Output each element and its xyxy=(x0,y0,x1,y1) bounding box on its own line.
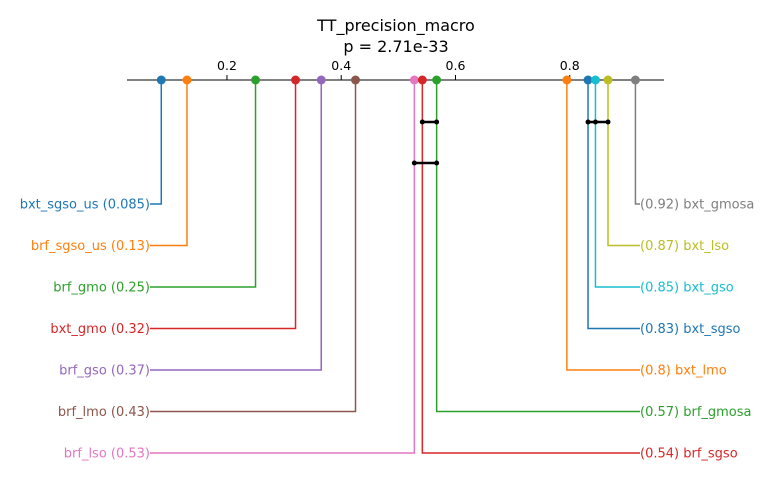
method-labels: bxt_sgso_us (0.085) brf_sgso_us (0.13) brf… xyxy=(20,198,755,462)
chart-subtitle: p = 2.71e-33 xyxy=(343,37,448,56)
stem-bxt_sgso_us xyxy=(150,80,163,205)
label-brf_sgso: (0.54) brf_sgso xyxy=(640,447,738,462)
dot-bxt_sgso_us xyxy=(156,75,166,85)
clique-point xyxy=(411,160,417,166)
stem-bxt_lso xyxy=(607,80,640,247)
label-bxt_gmo: bxt_gmo (0.32) xyxy=(50,322,150,337)
dot-brf_gmo xyxy=(251,75,261,85)
stem-bxt_sgso xyxy=(587,80,640,330)
dot-brf_gso xyxy=(316,75,326,85)
tick-label: 0.8 xyxy=(560,58,580,73)
dot-brf_sgso_us xyxy=(182,75,192,85)
clique-bars xyxy=(411,119,611,166)
stem-bxt_gso xyxy=(594,80,640,288)
stem-brf_gmo xyxy=(150,80,257,288)
dot-brf_sgso xyxy=(417,75,427,85)
label-brf_gmo: brf_gmo (0.25) xyxy=(53,281,150,296)
rank-dots xyxy=(156,75,640,85)
clique-point xyxy=(605,119,611,125)
dot-brf_gmosa xyxy=(432,75,442,85)
dot-bxt_gso xyxy=(590,75,600,85)
label-bxt_sgso: (0.83) bxt_sgso xyxy=(640,322,741,337)
stem-brf_sgso xyxy=(421,80,640,454)
label-bxt_gmosa: (0.92) bxt_gmosa xyxy=(640,198,754,213)
label-brf_sgso_us: brf_sgso_us (0.13) xyxy=(31,239,150,254)
clique-point xyxy=(585,119,591,125)
stem-bxt_gmosa xyxy=(634,80,640,205)
tick-label: 0.4 xyxy=(331,58,351,73)
dot-brf_lmo xyxy=(351,75,361,85)
stem-brf_gmosa xyxy=(435,80,640,413)
label-brf_lso: brf_lso (0.53) xyxy=(64,447,150,462)
label-bxt_gso: (0.85) bxt_gso xyxy=(640,281,734,296)
dot-bxt_gmo xyxy=(291,75,301,85)
x-axis: 0.2 0.4 0.6 0.8 xyxy=(127,58,664,81)
clique-point xyxy=(419,119,425,125)
stem-brf_lmo xyxy=(150,80,357,413)
dot-bxt_sgso xyxy=(583,75,593,85)
tick-label: 0.2 xyxy=(217,58,237,73)
chart-title: TT_precision_macro xyxy=(316,16,475,36)
clique-point xyxy=(592,119,598,125)
label-brf_gmosa: (0.57) brf_gmosa xyxy=(640,405,752,420)
stems xyxy=(150,80,640,454)
dot-brf_lso xyxy=(409,75,419,85)
stem-brf_lso xyxy=(150,80,416,454)
stem-bxt_lmo xyxy=(566,80,640,371)
clique-point xyxy=(434,119,440,125)
label-brf_gso: brf_gso (0.37) xyxy=(59,364,150,379)
stem-brf_sgso_us xyxy=(150,80,188,247)
label-bxt_lmo: (0.8) bxt_lmo xyxy=(640,364,727,379)
dot-bxt_gmosa xyxy=(630,75,640,85)
stem-brf_gso xyxy=(150,80,322,371)
label-bxt_lso: (0.87) bxt_lso xyxy=(640,239,729,254)
label-brf_lmo: brf_lmo (0.43) xyxy=(58,405,150,420)
dot-bxt_lmo xyxy=(562,75,572,85)
stem-bxt_gmo xyxy=(150,80,297,330)
label-bxt_sgso_us: bxt_sgso_us (0.085) xyxy=(20,198,150,213)
tick-label: 0.6 xyxy=(446,58,466,73)
clique-point xyxy=(434,160,440,166)
dot-bxt_lso xyxy=(603,75,613,85)
